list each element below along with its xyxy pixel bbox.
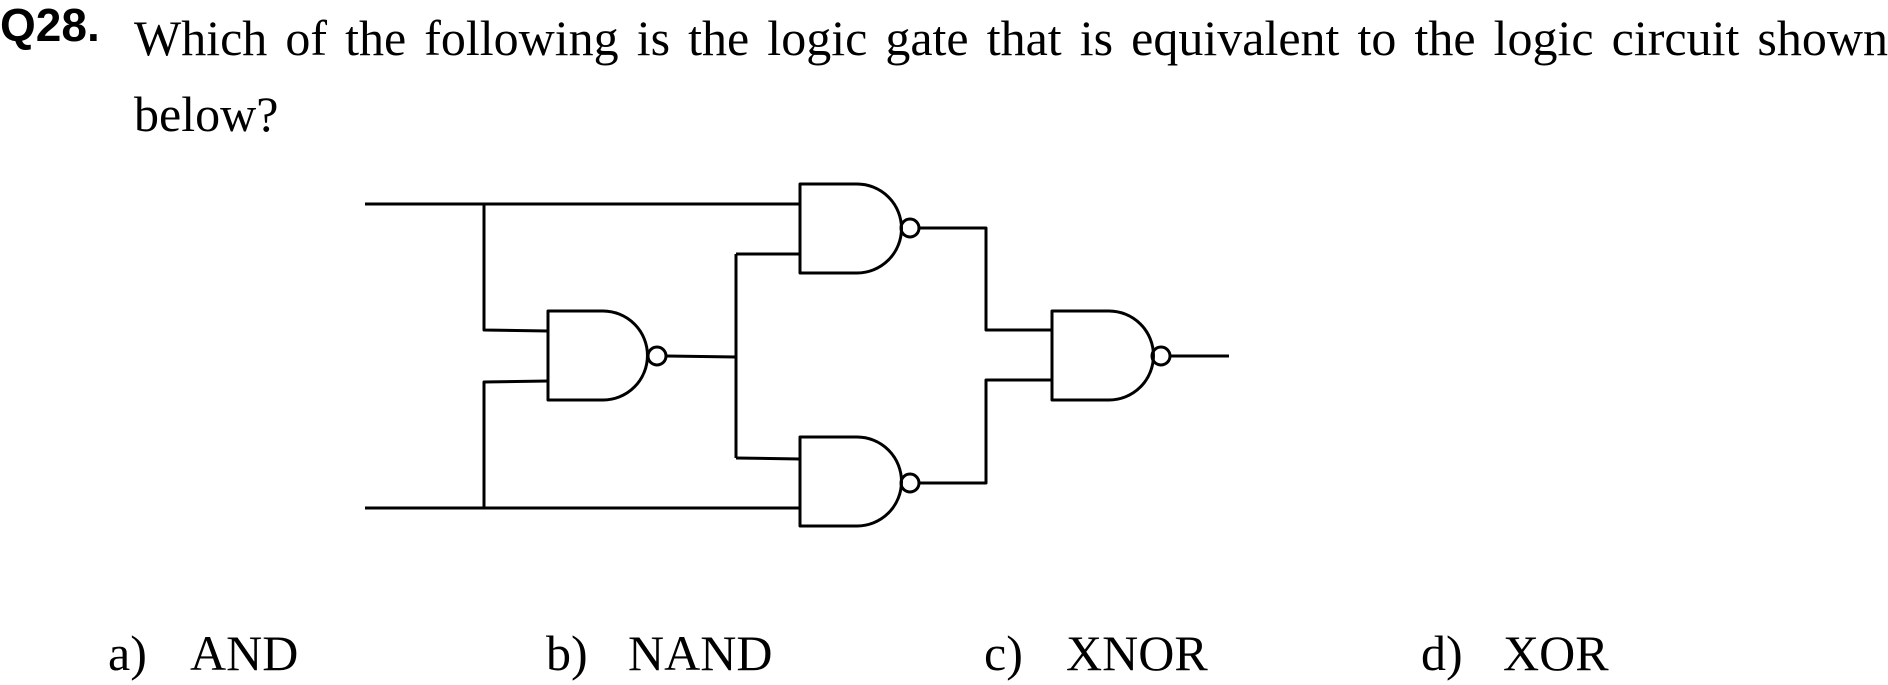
option-label: NAND xyxy=(628,625,773,681)
option-b[interactable]: b) NAND xyxy=(546,628,772,678)
option-label: AND xyxy=(190,625,299,681)
option-letter: d) xyxy=(1421,625,1463,681)
branch-a-wire xyxy=(482,204,549,333)
gate3-output-wire xyxy=(920,378,1052,485)
gate3-upper-input-wire xyxy=(735,456,801,461)
option-letter: c) xyxy=(984,625,1023,681)
question-text: Which of the following is the logic gate… xyxy=(134,10,1888,142)
option-a[interactable]: a) AND xyxy=(108,628,298,678)
gate2-output-wire xyxy=(920,226,1052,332)
option-letter: b) xyxy=(546,625,588,681)
question-number: Q28. xyxy=(0,0,100,51)
nand-gate-1 xyxy=(546,309,668,402)
option-label: XNOR xyxy=(1066,625,1208,681)
option-d[interactable]: d) XOR xyxy=(1421,628,1609,678)
nand-gate-4 xyxy=(1050,309,1172,402)
branch-b-wire xyxy=(482,379,549,508)
option-label: XOR xyxy=(1503,625,1609,681)
gate1-output-wire xyxy=(666,354,737,359)
option-c[interactable]: c) XNOR xyxy=(984,628,1208,678)
nand-gate-2 xyxy=(798,182,921,275)
nand-gate-3 xyxy=(798,435,921,528)
option-letter: a) xyxy=(108,625,147,681)
